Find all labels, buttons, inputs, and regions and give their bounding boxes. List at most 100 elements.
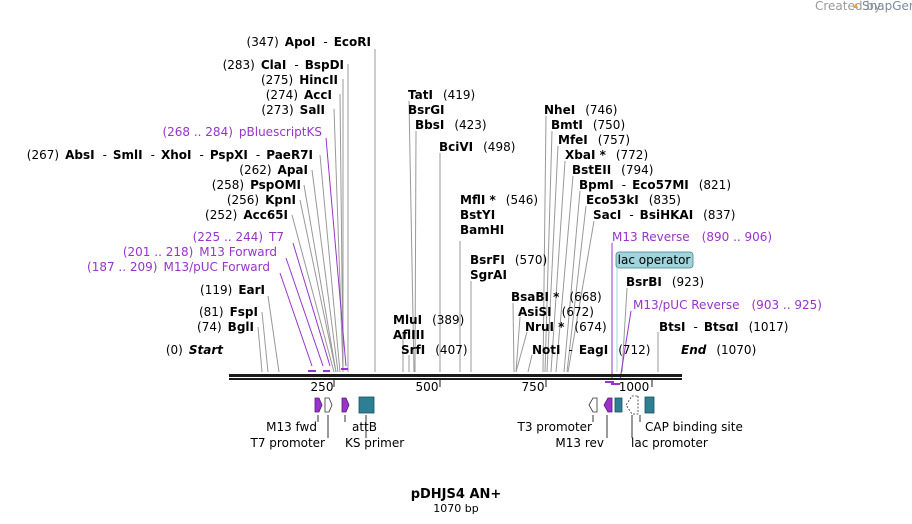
site-position: (835)	[649, 193, 681, 207]
primer-bars	[308, 368, 620, 385]
attb-feature	[341, 397, 350, 413]
site-label: BstYI	[460, 208, 495, 222]
leader-line	[546, 145, 559, 373]
primer-name: M13 Reverse	[612, 230, 690, 244]
site-label: BpmI-Eco57MI(821)	[579, 178, 731, 192]
enzyme-name: BsrBI	[626, 275, 662, 289]
primer-leader-line	[325, 137, 347, 367]
site-label: BamHI	[460, 223, 504, 237]
site-label: NotI-EagI(712)	[532, 343, 650, 357]
callout-label: lac operator	[618, 253, 691, 267]
enzyme-name: PspXI	[210, 148, 248, 162]
primer-leader-line	[279, 272, 313, 367]
site-separator: -	[694, 320, 698, 334]
feature-label: lac promoter	[631, 436, 708, 450]
leader-line	[542, 115, 547, 373]
site-separator: -	[569, 343, 573, 357]
site-position: (668)	[569, 290, 601, 304]
primer-label: M13 Reverse(890 .. 906)	[612, 230, 772, 244]
enzyme-name: BsiHKAI	[640, 208, 694, 222]
leader-line	[299, 199, 337, 373]
site-label: (258)PspOMI	[212, 178, 301, 192]
site-separator: -	[294, 58, 298, 72]
site-separator: -	[200, 148, 204, 162]
enzyme-name: BtsI	[659, 320, 686, 334]
enzyme-name: BstYI	[460, 208, 495, 222]
t3-promoter-feature	[588, 397, 598, 413]
site-label: (267)AbsI-SmlI-XhoI-PspXI-PaeR7I	[27, 148, 313, 162]
site-position: (407)	[435, 343, 467, 357]
site-label: BbsI(423)	[415, 118, 487, 132]
site-label: BsrBI (923)	[626, 275, 704, 289]
leader-line	[527, 354, 533, 373]
leader-line	[515, 331, 528, 373]
site-label: SacI-BsiHKAI(837)	[593, 208, 735, 222]
feature-label: attB	[352, 420, 377, 434]
enzyme-name: MflI *	[460, 193, 496, 207]
site-label: End(1070)	[681, 343, 756, 357]
enzyme-name: AbsI	[65, 148, 94, 162]
site-label: TatI(419)	[408, 88, 475, 102]
primer-leader-line	[619, 310, 632, 381]
site-position: (119)	[200, 283, 232, 297]
site-label: NheI(746)	[544, 103, 617, 117]
credit-brand: SnapGene	[862, 0, 912, 13]
site-position: (674)	[574, 320, 606, 334]
site-label: MfeI(757)	[558, 133, 630, 147]
site-position: (419)	[443, 88, 475, 102]
enzyme-name: BstEII	[572, 163, 611, 177]
site-position: (923)	[672, 275, 704, 289]
enzyme-name: SalI	[300, 103, 325, 117]
site-position: (570)	[515, 253, 547, 267]
site-label: (273) SalI	[261, 103, 325, 117]
site-label: BsrGI	[408, 103, 445, 117]
site-position: (672)	[562, 305, 594, 319]
primer-leader-lines	[279, 137, 632, 381]
site-position: (258)	[212, 178, 244, 192]
enzyme-name: ApaI	[278, 163, 308, 177]
site-position: (750)	[593, 118, 625, 132]
enzyme-name: BamHI	[460, 223, 504, 237]
site-position: (262)	[239, 163, 271, 177]
site-position: (794)	[621, 163, 653, 177]
site-position: (821)	[699, 178, 731, 192]
enzyme-name: MluI	[393, 313, 422, 327]
site-position: (81)	[199, 305, 224, 319]
leader-line	[333, 108, 344, 373]
enzyme-name: BsaBI *	[511, 290, 560, 304]
site-label: (74)BglI	[197, 320, 254, 334]
primer-label: (268 .. 284) pBluescriptKS	[162, 125, 322, 139]
enzyme-name: FspI	[230, 305, 258, 319]
leader-line	[544, 130, 553, 373]
leader-line	[550, 160, 566, 373]
site-label: (262) ApaI	[239, 163, 308, 177]
site-label: SrfI(407)	[401, 343, 468, 357]
primer-range: (268 .. 284)	[162, 125, 232, 139]
primer-label: M13/pUC Reverse(903 .. 925)	[633, 298, 822, 312]
primer-name: pBluescriptKS	[239, 125, 322, 139]
site-label: AflIII	[393, 328, 425, 342]
sequence-axis: 250 500 750 1000	[229, 374, 682, 394]
site-label: (274)AccI	[266, 88, 332, 102]
enzyme-name: KpnI	[265, 193, 296, 207]
site-position: (273)	[261, 103, 293, 117]
site-label: BciVI(498)	[439, 140, 515, 154]
enzyme-name: BciVI	[439, 140, 473, 154]
enzyme-name: ApoI	[285, 35, 316, 49]
enzyme-name: BsrGI	[408, 103, 445, 117]
enzyme-name: Eco53kI	[586, 193, 639, 207]
site-label: (256)KpnI	[227, 193, 296, 207]
enzyme-name: EarI	[238, 283, 265, 297]
enzyme-name: Start	[189, 343, 224, 357]
plasmid-length: 1070 bp	[433, 502, 478, 515]
credit-prefix: Created by	[815, 0, 881, 13]
lac-promoter-feature	[625, 395, 639, 415]
leader-line	[555, 175, 574, 373]
snapgene-logo-icon	[853, 3, 858, 8]
site-separator: -	[151, 148, 155, 162]
site-label: BmtI(750)	[551, 118, 625, 132]
site-label: BstEII (794)	[572, 163, 653, 177]
enzyme-name: NheI	[544, 103, 575, 117]
enzyme-name: BspDI	[305, 58, 344, 72]
